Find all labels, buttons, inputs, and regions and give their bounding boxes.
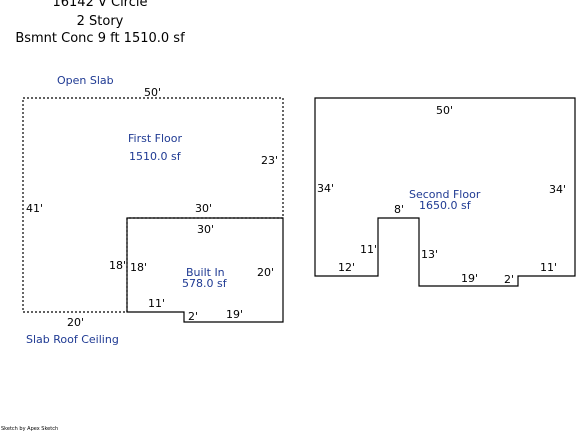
second-floor-dim-notch-right: 13' xyxy=(421,248,438,261)
first-floor-dim-left: 41' xyxy=(26,202,43,215)
second-floor-dim-right: 34' xyxy=(549,183,566,196)
first-floor-dim-bottom: 20' xyxy=(67,316,84,329)
first-floor-dim-top: 50' xyxy=(144,86,161,99)
first-floor-outline xyxy=(22,97,284,313)
first-floor-dim-inner-top: 30' xyxy=(195,202,212,215)
second-floor-dim-left: 34' xyxy=(317,182,334,195)
built-in-dim-left-outer: 18' xyxy=(109,259,126,272)
built-in-outline xyxy=(126,217,284,323)
note-slab-roof-ceiling: Slab Roof Ceiling xyxy=(26,333,119,346)
second-floor-dim-notch-left: 11' xyxy=(360,243,377,256)
built-in-dim-bottom-right: 19' xyxy=(226,308,243,321)
sketch-credit: Sketch by Apex Sketch xyxy=(1,426,58,432)
first-floor-dim-right: 23' xyxy=(261,154,278,167)
built-in-dim-top: 30' xyxy=(197,223,214,236)
second-floor-dim-notch-top: 8' xyxy=(394,203,404,216)
built-in-dim-right: 20' xyxy=(257,266,274,279)
built-in-area: 578.0 sf xyxy=(182,277,228,290)
second-floor-name: Second Floor xyxy=(409,188,481,201)
header-basement: Bsmnt Conc 9 ft 1510.0 sf xyxy=(15,31,185,46)
second-floor-dim-bottom-mid: 19' xyxy=(461,272,478,285)
second-floor-area: 1650.0 sf xyxy=(419,199,472,212)
second-floor-dim-bottom-left: 12' xyxy=(338,261,355,274)
first-floor-name: First Floor xyxy=(128,132,182,145)
built-in-name: Built In xyxy=(186,266,225,279)
first-floor-area: 1510.0 sf xyxy=(129,150,182,163)
second-floor-dim-top: 50' xyxy=(436,104,453,117)
second-floor-outline xyxy=(314,97,576,287)
second-floor-dim-bottom-right: 11' xyxy=(540,261,557,274)
header-stories: 2 Story xyxy=(76,14,124,29)
built-in-dim-step: 2' xyxy=(188,310,198,323)
built-in-dim-bottom-left: 11' xyxy=(148,297,165,310)
note-open-slab: Open Slab xyxy=(57,74,114,87)
header-address: 16142 V Circle xyxy=(52,0,148,10)
second-floor-dim-step: 2' xyxy=(504,273,514,286)
built-in-dim-left-inner: 18' xyxy=(130,261,147,274)
